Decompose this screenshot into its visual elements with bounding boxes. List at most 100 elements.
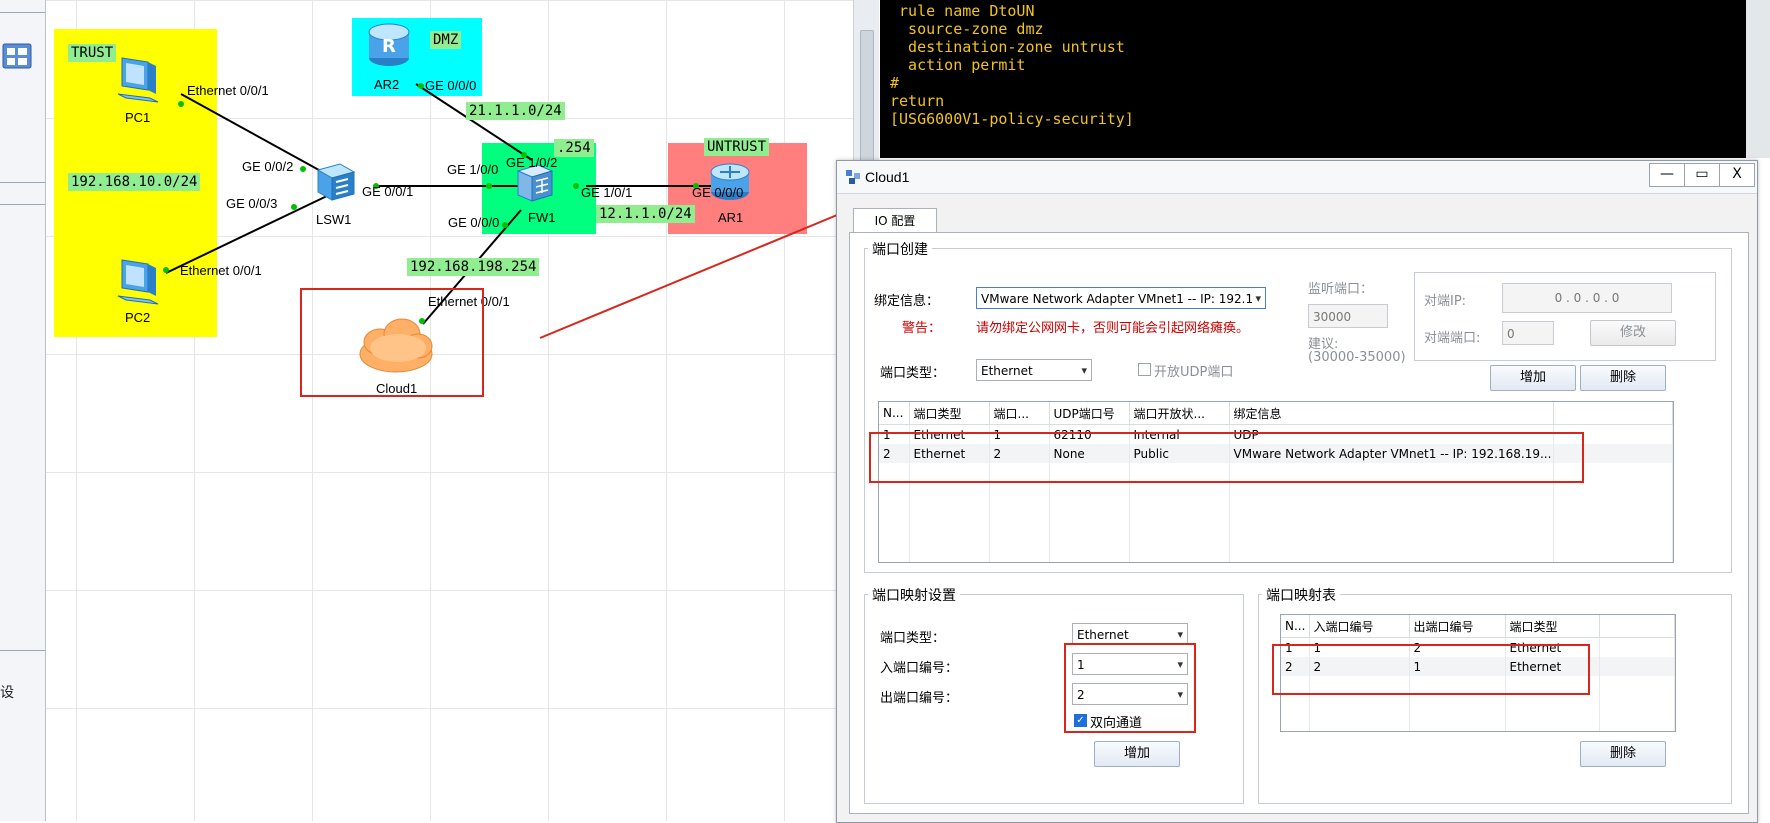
cli-terminal[interactable]: rule name DtoUN source-zone dmz destinat… <box>880 0 1770 158</box>
column-header[interactable]: 端口... <box>989 402 1050 425</box>
bidirectional-checkbox[interactable]: ✓ <box>1074 714 1087 727</box>
terminal-output: rule name DtoUN source-zone dmz destinat… <box>890 2 1134 128</box>
chevron-down-icon: ▾ <box>1177 658 1183 671</box>
modify-button[interactable]: 修改 <box>1590 320 1676 346</box>
udp-port-checkbox-label: 开放UDP端口 <box>1154 365 1234 380</box>
router-glyph: R <box>382 36 396 57</box>
fw-address-tag: .254 <box>554 139 594 157</box>
pc-icon <box>117 57 159 103</box>
in-port-label: 入端口编号： <box>880 661 959 676</box>
column-header <box>1553 402 1673 425</box>
untrust-zone-tag: UNTRUST <box>704 138 770 156</box>
column-header[interactable]: 端口类型 <box>909 402 990 425</box>
ar2-interface-label: GE 0/0/0 <box>425 78 477 93</box>
dmz-zone-tag: DMZ <box>430 31 462 49</box>
terminal-scrollbar[interactable] <box>1746 0 1770 158</box>
table-row[interactable]: 2 2 1 Ethernet <box>1281 657 1675 676</box>
left-sidebar: 设 <box>0 0 46 821</box>
fw1-device[interactable] <box>512 163 558 203</box>
delete-mapping-button[interactable]: 删除 <box>1580 741 1666 767</box>
cloud1-interface-label: Ethernet 0/0/1 <box>428 294 510 309</box>
fw1-ge101-label: GE 1/0/1 <box>581 185 633 200</box>
cloud-subnet-tag: 192.168.198.254 <box>407 258 540 276</box>
tab-io-config[interactable]: IO 配置 <box>853 208 937 233</box>
chevron-down-icon: ▾ <box>1177 628 1183 641</box>
bind-info-label: 绑定信息： <box>874 294 940 309</box>
port-create-title: 端口创建 <box>868 239 932 259</box>
listen-port-label: 监听端口： <box>1308 282 1374 297</box>
add-mapping-button[interactable]: 增加 <box>1094 741 1180 767</box>
minimize-button[interactable]: — <box>1649 163 1685 187</box>
peer-port-label: 对端端口: <box>1424 331 1481 346</box>
lsw1-device[interactable] <box>312 162 360 204</box>
add-port-button[interactable]: 增加 <box>1490 365 1576 391</box>
sidebar-fragment: 设 <box>0 685 14 701</box>
fw1-label: FW1 <box>528 210 556 225</box>
table-row[interactable]: 2 Ethernet 2 None Public VMware Network … <box>879 444 1673 463</box>
window-titlebar[interactable]: Cloud1 — ▭ X <box>837 161 1757 194</box>
table-row[interactable]: 1 Ethernet 1 62110 Internal UDP <box>879 424 1673 444</box>
column-header[interactable]: N... <box>879 402 910 425</box>
topology-links <box>163 83 726 325</box>
cloud1-label: Cloud1 <box>376 381 418 396</box>
ar2-device[interactable]: R <box>366 20 412 68</box>
peer-ip-input[interactable]: 0 . 0 . 0 . 0 <box>1502 283 1672 313</box>
chevron-down-icon: ▾ <box>1177 688 1183 701</box>
suggest-range: (30000-35000) <box>1308 350 1406 365</box>
cloud1-device[interactable] <box>354 312 438 376</box>
pc1-interface-label: Ethernet 0/0/1 <box>187 83 269 98</box>
column-header[interactable]: UDP端口号 <box>1049 402 1130 425</box>
mapping-port-type-label: 端口类型： <box>880 631 946 646</box>
mapping-port-type-select[interactable]: Ethernet▾ <box>1072 623 1188 645</box>
close-button[interactable]: X <box>1719 163 1755 187</box>
device-toolbox-icon[interactable] <box>2 42 32 70</box>
window-title: Cloud1 <box>865 169 910 185</box>
column-header[interactable]: 入端口编号 <box>1309 615 1410 638</box>
router-icon <box>710 163 750 200</box>
listen-port-input[interactable]: 30000 <box>1308 304 1388 328</box>
peer-port-input[interactable]: 0 <box>1502 321 1554 345</box>
out-port-label: 出端口编号： <box>880 691 959 706</box>
column-header[interactable]: 出端口编号 <box>1409 615 1506 638</box>
trust-zone-tag: TRUST <box>68 44 117 62</box>
cloud1-highlight-box <box>300 288 484 397</box>
bind-info-select[interactable]: VMware Network Adapter VMnet1 -- IP: 192… <box>976 287 1266 309</box>
pc1-label: PC1 <box>125 110 151 125</box>
udp-port-checkbox[interactable] <box>1138 363 1151 376</box>
port-type-select[interactable]: Ethernet▾ <box>976 359 1092 381</box>
table-header-row: N... 入端口编号 出端口编号 端口类型 <box>1281 615 1675 638</box>
column-header[interactable]: 端口类型 <box>1505 615 1600 638</box>
topology-canvas[interactable]: TRUST DMZ UNTRUST 192.168.10.0/24 21.1.1… <box>46 0 876 821</box>
ar2-label: AR2 <box>374 77 400 92</box>
port-type-label: 端口类型： <box>880 366 946 381</box>
pc1-device[interactable] <box>112 54 162 108</box>
port-mapping-title: 端口映射设置 <box>868 585 960 605</box>
port-create-group <box>864 248 1732 573</box>
out-port-select[interactable]: 2▾ <box>1072 683 1188 705</box>
maximize-button[interactable]: ▭ <box>1684 163 1720 187</box>
mapping-table-group <box>1258 594 1732 804</box>
mapping-fields-highlight-box <box>1064 643 1196 733</box>
bidirectional-label: 双向通道 <box>1090 716 1143 731</box>
ar1-device[interactable] <box>708 160 752 202</box>
pc2-interface-label: Ethernet 0/0/1 <box>180 263 262 278</box>
column-header[interactable]: 绑定信息 <box>1229 402 1554 425</box>
mapping-table: N... 入端口编号 出端口编号 端口类型 1 1 2 Ethernet <box>1281 615 1675 731</box>
column-header[interactable]: N... <box>1281 615 1310 638</box>
suggest-label: 建议: <box>1308 337 1339 352</box>
cloud1-config-window[interactable]: Cloud1 — ▭ X IO 配置 端口创建 绑定信息： VMware Net… <box>836 160 1758 823</box>
mapping-list-table[interactable]: N... 入端口编号 出端口编号 端口类型 1 1 2 Ethernet <box>1280 614 1676 732</box>
lsw1-label: LSW1 <box>316 212 352 227</box>
pc2-device[interactable] <box>112 256 162 310</box>
port-rows-highlight-box <box>869 432 1584 483</box>
io-config-panel: 端口创建 绑定信息： VMware Network Adapter VMnet1… <box>849 232 1749 814</box>
lsw1-ge1-label: GE 0/0/1 <box>362 184 414 199</box>
in-port-select[interactable]: 1▾ <box>1072 653 1188 675</box>
ar1-interface-label: GE 0/0/0 <box>692 185 744 200</box>
untrust-subnet-tag: 12.1.1.0/24 <box>596 205 695 223</box>
fw1-ge102-label: GE 1/0/2 <box>506 155 558 170</box>
column-header[interactable]: 端口开放状... <box>1129 402 1230 425</box>
trust-subnet-tag: 192.168.10.0/24 <box>68 173 201 191</box>
firewall-icon <box>516 164 554 202</box>
delete-port-button[interactable]: 删除 <box>1580 365 1666 391</box>
